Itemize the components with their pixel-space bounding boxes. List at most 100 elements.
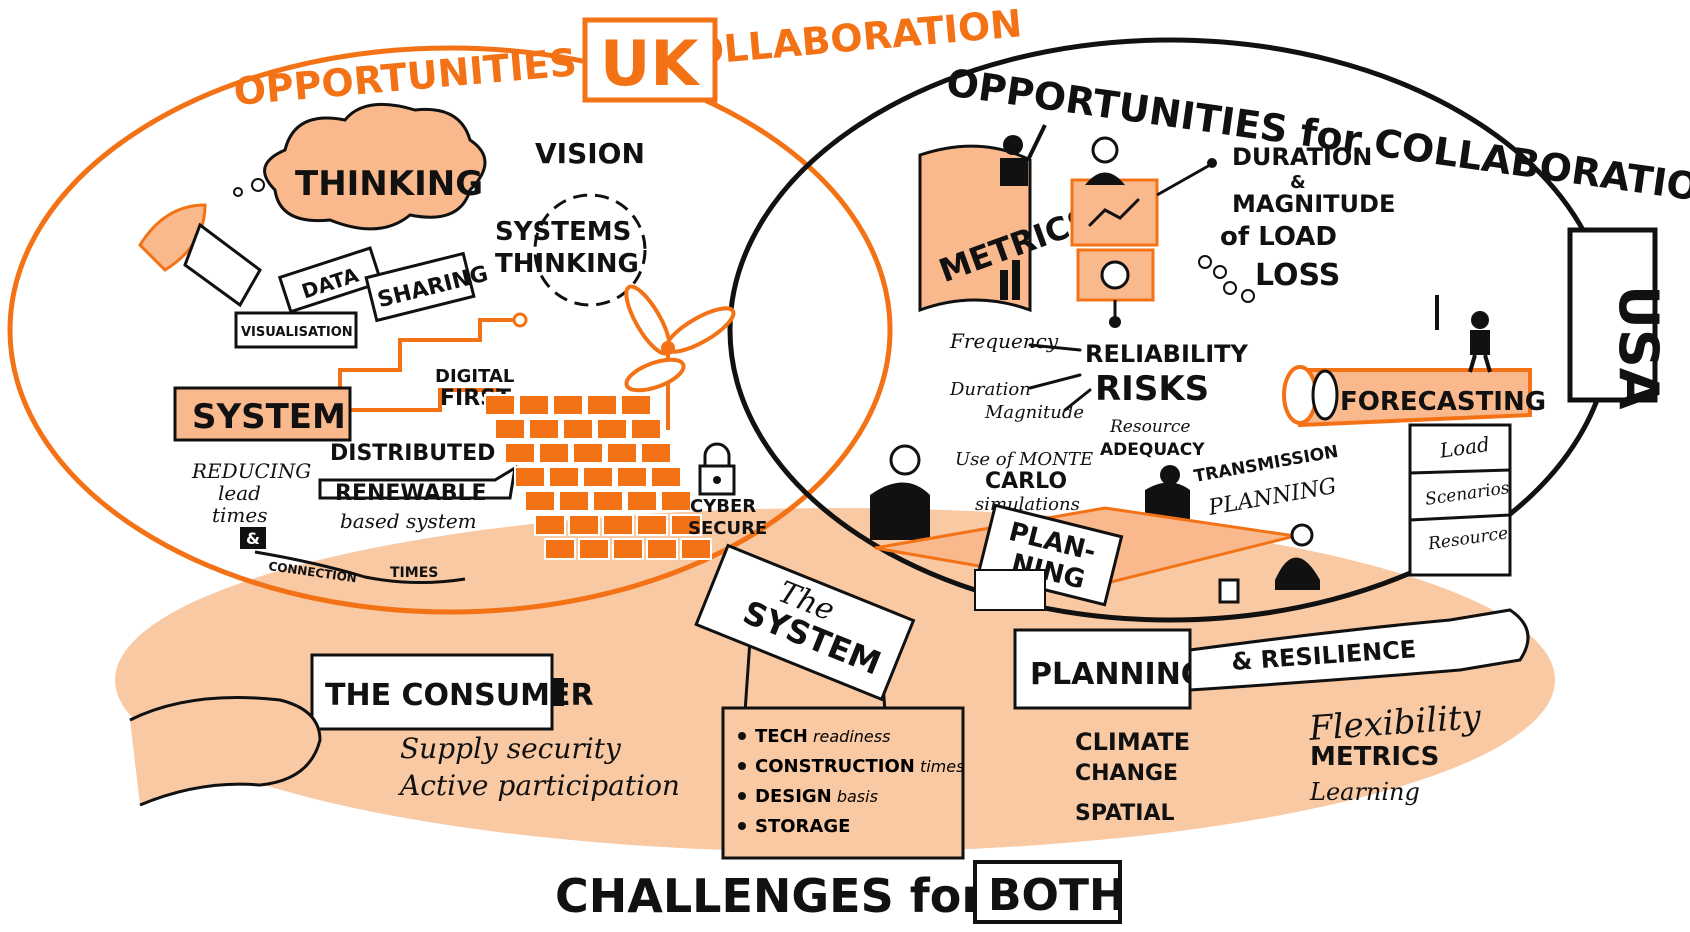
solar-cell (572, 442, 604, 464)
svg-text:THINKING: THINKING (295, 164, 483, 204)
solar-cell (494, 418, 526, 440)
thinking-cloud: THINKING (233, 102, 487, 231)
duration-3: MAGNITUDE (1232, 190, 1395, 218)
solar-cell (650, 466, 682, 488)
magnitude-label: Magnitude (984, 402, 1084, 423)
forecast-tower: Load Scenarios Resource (1408, 423, 1512, 577)
wind-turbine-icon (624, 284, 736, 430)
planning-folder: PLANNING (1013, 628, 1205, 710)
system-banner: SYSTEM (173, 386, 352, 442)
system-item: TECH readiness (755, 726, 890, 747)
times-label: TIMES (390, 565, 438, 581)
system-item: CONSTRUCTION times (755, 756, 964, 777)
connection-ribbon (254, 550, 466, 585)
based-system-label: based system (340, 509, 477, 533)
reliability-1: RELIABILITY (1085, 340, 1248, 368)
vision-label: VISION (535, 137, 645, 170)
bullet-icon (738, 822, 746, 830)
resilience-item: METRICS (1310, 742, 1439, 772)
svg-text:BOTH: BOTH (988, 870, 1126, 921)
solar-cell (660, 490, 692, 512)
resilience-item: Learning (1309, 778, 1420, 806)
consumer-item: Active participation (397, 769, 680, 802)
reducing-2: lead (218, 481, 261, 505)
solar-cell (626, 490, 658, 512)
rocket-icon (138, 203, 262, 308)
duration-5: LOSS (1255, 258, 1340, 293)
uk-circle (7, 45, 893, 615)
forecasting-telescope: FORECASTING (1282, 365, 1546, 428)
solar-cell (646, 538, 678, 560)
solar-panel-grid (484, 394, 712, 560)
planning-item: CHANGE (1075, 761, 1178, 786)
solar-cell (616, 466, 648, 488)
hand-icon (129, 696, 322, 807)
svg-text:UK: UK (600, 27, 700, 100)
bubbles-icon (1198, 255, 1255, 303)
monte-1: Use of MONTE (955, 449, 1093, 470)
solar-cell (670, 514, 702, 536)
solar-cell (620, 394, 652, 416)
solar-cell (528, 418, 560, 440)
visualisation-banner: VISUALISATION (234, 311, 358, 349)
digital-first-1: DIGITAL (435, 366, 514, 387)
stacked-charts (1070, 136, 1217, 328)
solar-cell (562, 418, 594, 440)
bullet-icon (738, 732, 746, 740)
solar-cell (578, 538, 610, 560)
solar-cell (552, 394, 584, 416)
solar-panel (484, 394, 712, 560)
duration-4: of LOAD (1220, 222, 1337, 252)
padlock-icon (698, 442, 736, 496)
amp-box (240, 527, 266, 549)
svg-text:FORECASTING: FORECASTING (1340, 387, 1546, 417)
solar-cell (538, 442, 570, 464)
solar-cell (548, 466, 580, 488)
solar-cell (504, 442, 536, 464)
solar-cell (630, 418, 662, 440)
resource-adequacy-1: Resource (1109, 417, 1190, 437)
uk-badge: UK (582, 17, 718, 103)
solar-cell (524, 490, 556, 512)
solar-cell (592, 490, 624, 512)
data-banner: DATA (277, 246, 384, 314)
system-item: DESIGN basis (755, 786, 878, 807)
gear-icon (533, 193, 647, 307)
duration-1: DURATION (1232, 143, 1372, 171)
coffee-cup-icon (1218, 578, 1240, 604)
planning-item: SPATIAL (1075, 801, 1175, 826)
solar-cell (534, 514, 566, 536)
renewable-label: RENEWABLE (335, 481, 487, 506)
svg-text:SYSTEM: SYSTEM (192, 397, 346, 437)
solar-cell (606, 442, 638, 464)
solar-cell (518, 394, 550, 416)
person-icon (1000, 124, 1047, 186)
solar-cell (544, 538, 576, 560)
frequency-label: Frequency (949, 329, 1059, 353)
amp-label: & (246, 529, 260, 548)
svg-text:PLANNING: PLANNING (1030, 657, 1205, 692)
sharing-banner: SHARING (364, 251, 491, 323)
system-item: STORAGE (755, 816, 850, 837)
solar-cell (484, 394, 516, 416)
solar-cell (596, 418, 628, 440)
reducing-3: times (212, 503, 268, 527)
svg-text:USA: USA (1607, 285, 1670, 410)
duration-2: & (1290, 172, 1306, 193)
planning-item: CLIMATE (1075, 728, 1190, 756)
cyber-1: CYBER (690, 496, 756, 517)
resource-adequacy-2: ADEQUACY (1100, 440, 1205, 460)
renewable-arrow (318, 465, 518, 500)
reliability-2: RISKS (1095, 369, 1209, 409)
circuit-lines (338, 312, 528, 412)
consumer-battery: THE CONSUMER (310, 653, 594, 731)
solar-cell (636, 514, 668, 536)
reducing-1: REDUCING (191, 459, 311, 483)
usa-badge: USA (1567, 227, 1670, 410)
solar-cell (640, 442, 672, 464)
systems-thinking-1: SYSTEMS (495, 217, 631, 247)
resilience-arm: & RESILIENCE (1188, 608, 1530, 692)
